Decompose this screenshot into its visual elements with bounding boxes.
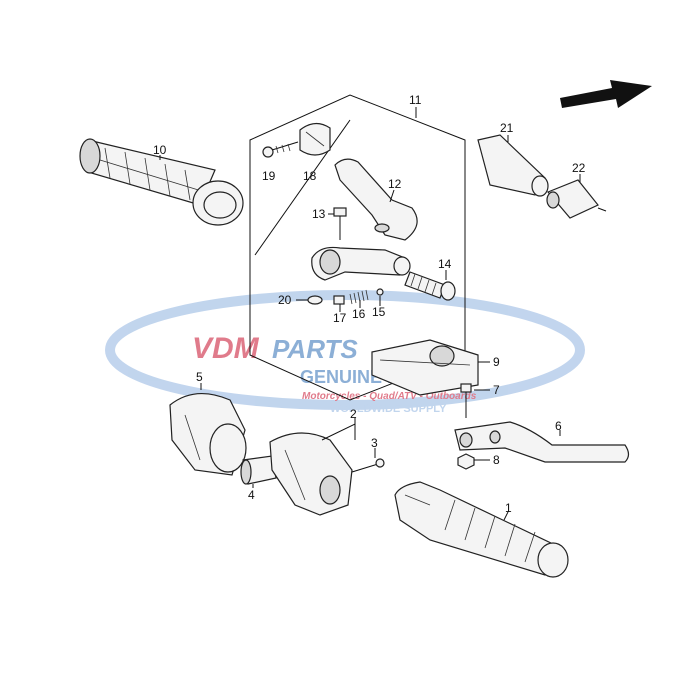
callout-10: 10 <box>153 143 167 157</box>
watermark-line2: Motorcycles - Quad/ATV - Outboards <box>302 391 477 402</box>
left-grip-part <box>79 138 244 226</box>
callout-7: 7 <box>493 383 500 397</box>
callout-17: 17 <box>333 311 347 325</box>
bolt-13-part <box>333 207 347 240</box>
callout-5: 5 <box>196 370 203 384</box>
callout-1: 1 <box>505 501 512 515</box>
clutch-lever-part <box>334 158 418 241</box>
callout-4: 4 <box>248 488 255 502</box>
small-parts-group <box>307 288 384 305</box>
pin-17-part <box>333 295 345 305</box>
cable-end-22-part <box>546 179 607 219</box>
leader-lines <box>159 107 581 521</box>
callout-14: 14 <box>438 257 452 271</box>
callout-3: 3 <box>371 436 378 450</box>
lever-bracket-part <box>311 246 411 281</box>
throttle-housing-2-part <box>269 432 353 516</box>
bolt-7-part <box>460 383 472 418</box>
lever-clamp-part <box>262 122 331 158</box>
callout-19: 19 <box>262 169 276 183</box>
watermark-line3: WORLDWIDE SUPPLY <box>330 403 447 415</box>
housing-cover-5-part <box>169 392 247 476</box>
ball-15-part <box>376 288 384 296</box>
watermark-brand-main: VDM <box>192 332 260 365</box>
cable-boot-21-part <box>477 134 549 197</box>
callout-21: 21 <box>500 121 514 135</box>
screw-3-part <box>351 458 385 473</box>
callout-15: 15 <box>372 305 386 319</box>
callout-13: 13 <box>312 207 326 221</box>
watermark: VDM PARTS GENUINE PARTS Motorcycles - Qu… <box>105 290 585 415</box>
callout-22: 22 <box>572 161 586 175</box>
watermark-swoosh <box>105 290 585 410</box>
callout-9: 9 <box>493 355 500 369</box>
washer-20-part <box>307 295 323 305</box>
callout-11: 11 <box>409 93 422 107</box>
callout-2: 2 <box>350 407 357 421</box>
callout-6: 6 <box>555 419 562 433</box>
lever-6-part <box>454 421 630 463</box>
direction-arrow-icon <box>560 80 652 108</box>
callout-18: 18 <box>303 169 317 183</box>
callouts: 11 10 21 22 12 19 18 13 14 20 17 16 15 9… <box>153 93 586 515</box>
adjuster-14-part <box>404 271 456 301</box>
sleeve-4-part <box>240 455 277 485</box>
spring-16-part <box>349 289 369 305</box>
right-grip-1-part <box>394 481 569 578</box>
callout-8: 8 <box>493 453 500 467</box>
callout-16: 16 <box>352 307 366 321</box>
callout-20: 20 <box>278 293 292 307</box>
watermark-brand-sub: PARTS <box>272 334 358 364</box>
nut-8-part <box>457 453 475 470</box>
callout-12: 12 <box>388 177 402 191</box>
cover-9-part <box>371 339 479 396</box>
